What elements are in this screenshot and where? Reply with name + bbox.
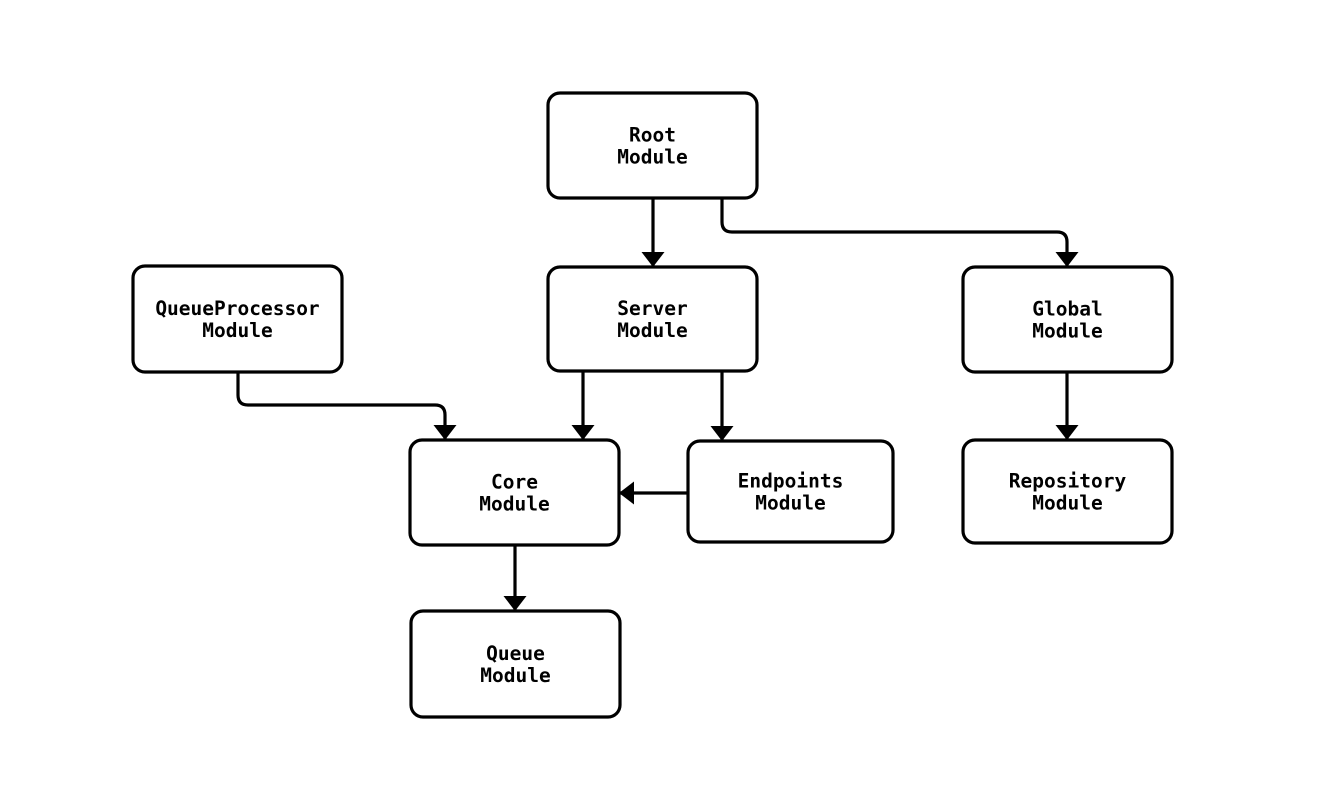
node-global-box [961,265,1174,374]
edges-layer [236,198,1079,611]
node-queue-box [409,609,622,719]
node-root-box [546,91,759,200]
node-global-label-line-1: Module [1032,320,1102,343]
node-global-label-line-0: Global [1032,298,1102,321]
node-core-box [408,438,621,547]
node-server-box [546,265,759,373]
edge-root-to-global [720,198,1079,267]
node-queue-label-line-0: Queue [486,642,545,665]
node-endpoints-box [686,439,895,544]
node-queueprocessor-box [131,264,344,374]
node-queue-label-line-1: Module [480,664,550,687]
node-server-label-line-0: Server [617,297,687,320]
node-root-label-line-1: Module [617,146,687,169]
node-core-label-line-1: Module [479,493,549,516]
node-endpoints-label-line-1: Module [755,492,825,515]
node-repository-box [961,438,1174,545]
node-repository-label-line-1: Module [1032,492,1102,515]
node-endpoints-label-line-0: Endpoints [738,470,844,493]
node-queueprocessor-label-line-0: QueueProcessor [155,297,319,320]
node-server-label-line-1: Module [617,319,687,342]
node-queueprocessor-label-line-1: Module [202,319,272,342]
node-core-label-line-0: Core [491,471,538,494]
node-root-label-line-0: Root [629,124,676,147]
edge-queueprocessor-to-core [236,372,457,440]
node-repository-label-line-0: Repository [1009,470,1127,493]
